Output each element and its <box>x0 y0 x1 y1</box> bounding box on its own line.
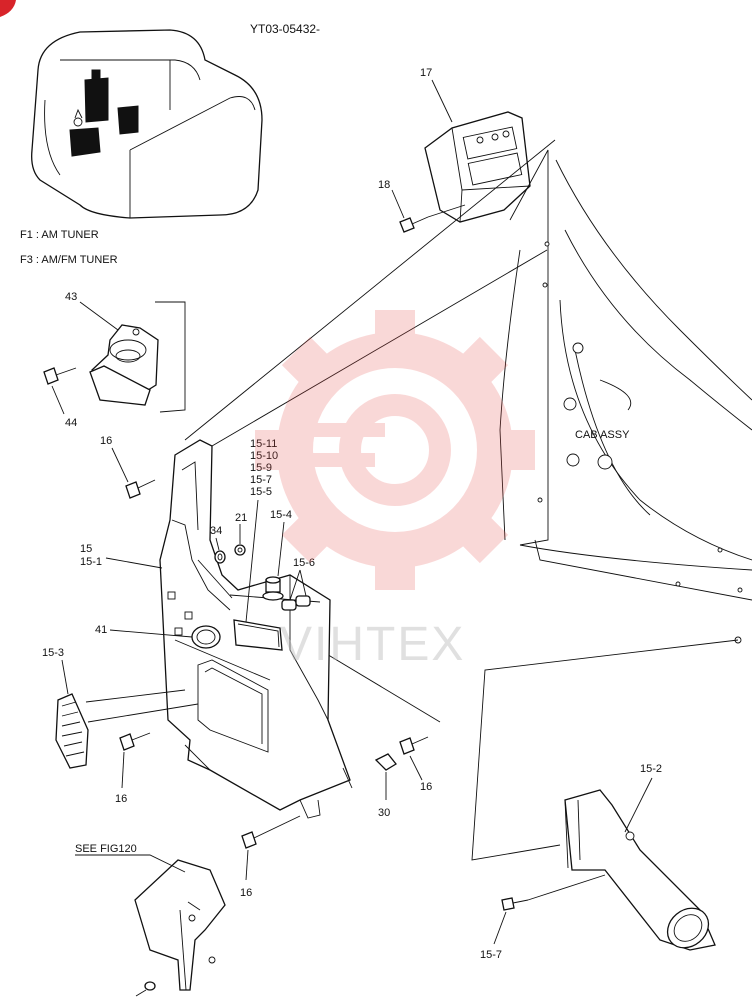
label-21: 21 <box>235 512 247 524</box>
see-fig120-bracket <box>134 859 226 997</box>
label-see-fig120: SEE FIG120 <box>75 843 137 855</box>
part-21-nut <box>234 544 246 556</box>
label-16a: 16 <box>100 435 112 447</box>
guide-line-lower <box>319 649 441 723</box>
part-16-screw-c <box>399 736 429 755</box>
leader-18-to-cab <box>427 204 466 218</box>
label-15-11: 15-11 <box>250 438 277 450</box>
guide-15-3-b <box>85 689 186 703</box>
part-15-3-vent <box>55 693 89 769</box>
part-16-screw-a <box>125 479 156 499</box>
label-15-2: 15-2 <box>640 763 662 775</box>
part-18-screw <box>399 216 429 233</box>
leader-15-6a <box>289 569 301 601</box>
leader-41 <box>109 629 193 638</box>
part-15-plate <box>233 619 283 651</box>
part-15-2-duct <box>564 789 716 951</box>
cab-overview-sketch <box>31 29 263 219</box>
part-17-tuner <box>424 111 531 223</box>
leader-15-3 <box>61 659 69 695</box>
note-f1: F1 : AM TUNER <box>20 229 99 241</box>
label-15-7a: 15-7 <box>250 474 272 486</box>
cab-assy-frame <box>499 149 752 644</box>
label-41: 41 <box>95 624 107 636</box>
part-15-6-buttons <box>281 595 311 611</box>
part-30-clip <box>374 753 397 771</box>
label-43: 43 <box>65 291 77 303</box>
leader-16a <box>111 447 129 483</box>
label-16d: 16 <box>240 887 252 899</box>
label-15-6: 15-6 <box>293 557 315 569</box>
leader-43 <box>79 301 119 331</box>
leader-15-6b <box>299 569 307 597</box>
part-16-screw-d <box>241 815 301 849</box>
part-34-grommet <box>214 550 226 564</box>
label-15-10: 15-10 <box>250 450 278 462</box>
label-15-9: 15-9 <box>250 462 272 474</box>
label-44: 44 <box>65 417 77 429</box>
label-15-3: 15-3 <box>42 647 64 659</box>
part-15-7-screw <box>501 897 529 911</box>
part-16-screw-b <box>119 732 151 751</box>
leader-17 <box>431 79 453 123</box>
part-44-screw <box>43 367 77 385</box>
leader-15-2 <box>624 777 653 833</box>
label-15: 15 <box>80 543 92 555</box>
corner-mark <box>0 0 16 17</box>
watermark-gear-logo <box>255 310 535 590</box>
part-41-knob <box>191 625 221 649</box>
leader-15-4 <box>277 521 285 577</box>
leader-16b <box>121 751 125 789</box>
label-30: 30 <box>378 807 390 819</box>
label-15-4: 15-4 <box>270 509 292 521</box>
leader-15-7b <box>493 911 507 945</box>
guide-15-3 <box>87 703 199 723</box>
label-15-1: 15-1 <box>80 556 102 568</box>
label-15-7b: 15-7 <box>480 949 502 961</box>
part-43-cup-holder <box>89 324 159 406</box>
leader-18 <box>391 189 405 219</box>
guide-line-top <box>184 139 556 441</box>
guide-43 <box>155 301 186 413</box>
leader-34 <box>215 537 220 551</box>
label-15-5: 15-5 <box>250 486 272 498</box>
doc-code: YT03-05432- <box>250 22 320 36</box>
leader-16d <box>245 849 249 881</box>
label-18: 18 <box>378 179 390 191</box>
label-17: 17 <box>420 67 432 79</box>
leader-15-plate <box>245 499 259 623</box>
label-16b: 16 <box>115 793 127 805</box>
leader-see-fig120 <box>75 854 186 873</box>
part-15-4-knob <box>262 576 284 601</box>
guide-line-right <box>471 639 739 861</box>
leader-15 <box>105 557 163 569</box>
label-cab-assy: CAB ASSY <box>575 429 630 441</box>
watermark-text: VIHTEX <box>280 618 465 671</box>
guide-15-7b <box>527 874 606 901</box>
label-16c: 16 <box>420 781 432 793</box>
leader-44 <box>51 385 65 415</box>
label-34: 34 <box>210 525 222 537</box>
leader-16c <box>409 755 423 781</box>
guide-line-mid <box>211 249 548 447</box>
note-f3: F3 : AM/FM TUNER <box>20 254 118 266</box>
